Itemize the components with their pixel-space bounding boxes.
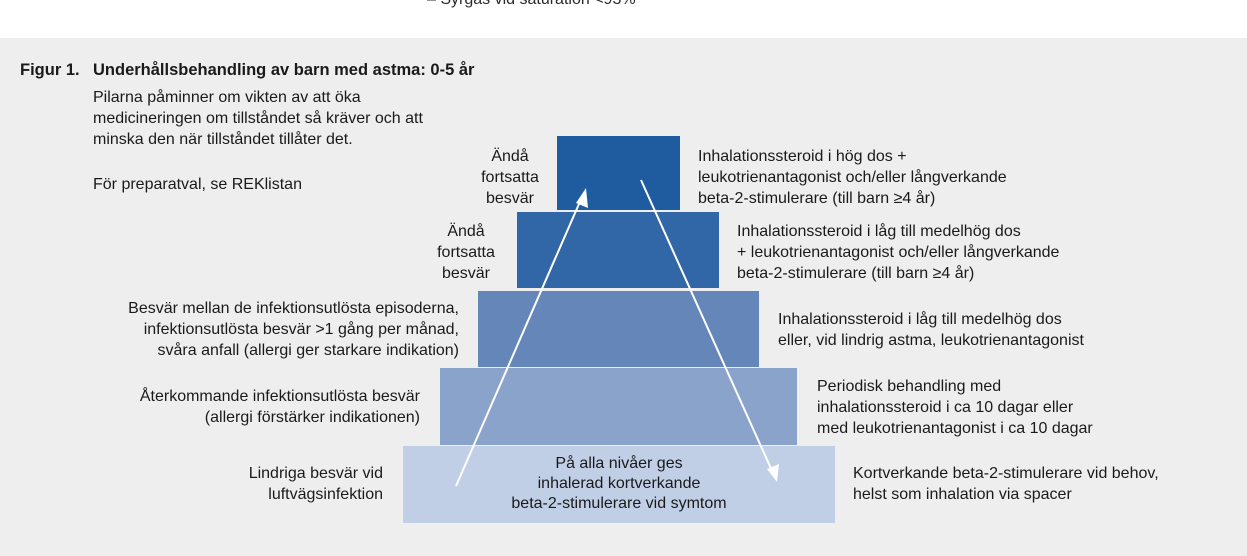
treatment-line: Inhalationssteroid i hög dos + [698, 148, 907, 165]
condition-line: luftvägsinfektion [268, 486, 383, 503]
previous-line-text: – Syrgas vid saturation <93% [427, 0, 636, 9]
treatment-line: beta-2-stimulerare (till barn ≥4 år) [698, 190, 936, 207]
treatment-line: helst som inhalation via spacer [853, 486, 1072, 503]
treatment-line: Kortverkande beta-2-stimulerare vid beho… [853, 465, 1159, 482]
base-line: inhalerad kortverkande [537, 475, 701, 492]
condition-line: besvär [485, 190, 535, 207]
condition-line: Besvär mellan de infektionsutlösta episo… [128, 300, 459, 317]
figure-number: Figur 1. [20, 61, 80, 79]
condition-line: infektionsutlösta besvär >1 gång per mån… [143, 321, 459, 338]
condition-line: Ändå [447, 223, 485, 240]
condition-line: fortsatta [481, 169, 539, 186]
condition-line: svåra anfall (allergi ger starkare indik… [157, 342, 459, 359]
down-arrow-icon [640, 179, 779, 482]
treatment-line: + leukotrienantagonist och/eller långver… [737, 244, 1060, 261]
level-2-treatment: Inhalationssteroid i låg till medelhög d… [737, 221, 1059, 284]
base-step-label: På alla nivåer ges inhalerad kortverkand… [403, 454, 835, 514]
level-5-treatment: Kortverkande beta-2-stimulerare vid beho… [853, 463, 1159, 505]
condition-line: (allergi förstärker indikationen) [204, 409, 420, 426]
base-line: beta-2-stimulerare vid symtom [511, 495, 727, 512]
level-3-treatment: Inhalationssteroid i låg till medelhög d… [778, 309, 1084, 351]
treatment-line: Inhalationssteroid i låg till medelhög d… [737, 223, 1021, 240]
treatment-line: eller, vid lindrig astma, leukotrienanta… [778, 332, 1084, 349]
level-1-condition: Ändå fortsatta besvär [470, 146, 550, 209]
pyramid-step-base [403, 446, 835, 523]
pyramid-step-4 [440, 368, 797, 445]
level-3-condition: Besvär mellan de infektionsutlösta episo… [128, 298, 459, 361]
condition-line: Återkommande infektionsutlösta besvär [139, 388, 420, 405]
treatment-line: Inhalationssteroid i låg till medelhög d… [778, 311, 1062, 328]
pyramid-step-1 [557, 136, 680, 210]
level-4-treatment: Periodisk behandling med inhalationsster… [817, 376, 1093, 439]
up-arrow-icon [455, 188, 588, 487]
pyramid-step-2 [517, 212, 719, 288]
condition-line: besvär [441, 265, 491, 282]
figure-note: Pilarna påminner om vikten av att öka me… [93, 89, 423, 148]
base-line: På alla nivåer ges [555, 455, 683, 472]
figure-note-reference: För preparatval, se REKlistan [93, 176, 302, 193]
level-2-condition: Ändå fortsatta besvär [426, 221, 506, 284]
previous-section-tail: – Syrgas vid saturation <93% [0, 0, 1247, 36]
treatment-line: beta-2-stimulerare (till barn ≥4 år) [737, 265, 975, 282]
figure-title: Underhållsbehandling av barn med astma: … [93, 61, 475, 79]
level-4-condition: Återkommande infektionsutlösta besvär (a… [140, 386, 420, 428]
condition-line: Ändå [491, 148, 529, 165]
treatment-line: Periodisk behandling med [817, 378, 1002, 395]
condition-line: fortsatta [437, 244, 495, 261]
level-5-condition: Lindriga besvär vid luftvägsinfektion [249, 463, 383, 505]
level-1-treatment: Inhalationssteroid i hög dos + leukotrie… [698, 146, 1007, 209]
condition-line: Lindriga besvär vid [248, 465, 383, 482]
treatment-line: med leukotrienantagonist i ca 10 dagar [817, 420, 1093, 437]
treatment-line: inhalationssteroid i ca 10 dagar eller [817, 399, 1074, 416]
treatment-line: leukotrienantagonist och/eller långverka… [698, 169, 1007, 186]
